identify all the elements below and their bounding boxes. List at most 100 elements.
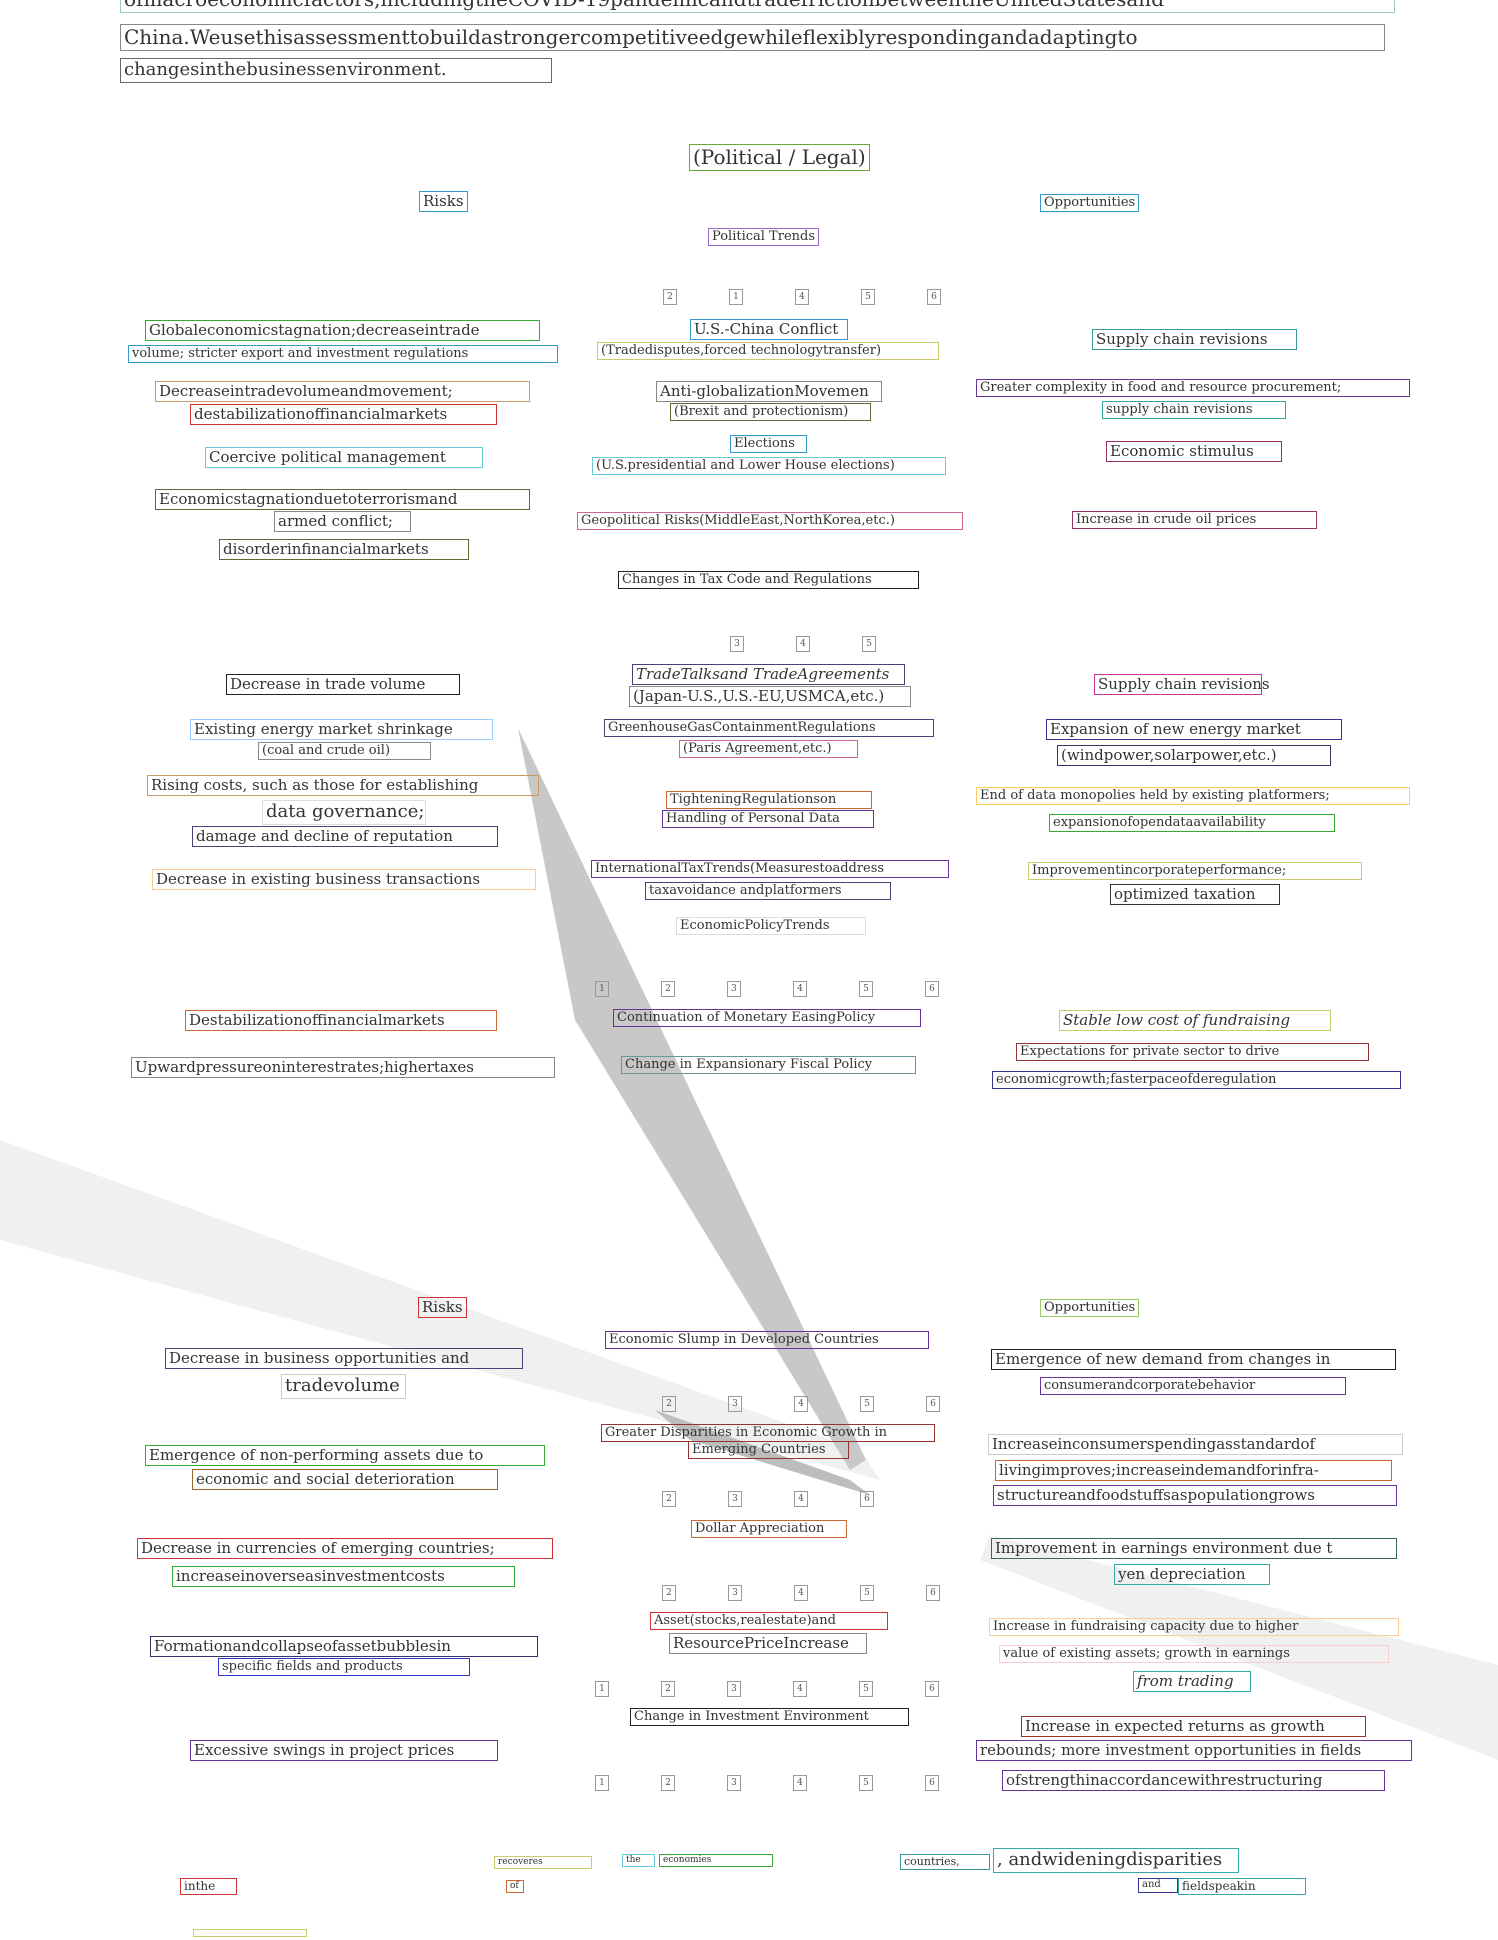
trend-item: Emerging Countries bbox=[688, 1441, 849, 1460]
opportunity-item: Stable low cost of fundraising bbox=[1059, 1010, 1331, 1031]
trend-item: (Paris Agreement,etc.) bbox=[679, 740, 858, 759]
trend-item: Elections bbox=[730, 435, 807, 454]
marker: 6 bbox=[926, 1585, 940, 1601]
marker: 5 bbox=[860, 1396, 874, 1412]
marker: 1 bbox=[595, 981, 609, 997]
marker: 3 bbox=[728, 1585, 742, 1601]
marker: 6 bbox=[925, 1775, 939, 1791]
risk-item: Decreaseintradevolumeandmovement; bbox=[155, 381, 530, 402]
intro-line-3: changesinthebusinessenvironment. bbox=[120, 58, 552, 83]
trend-item: Dollar Appreciation bbox=[691, 1520, 847, 1539]
risk-item: Upwardpressureoninterestrates;highertaxe… bbox=[131, 1057, 555, 1078]
trend-item: InternationalTaxTrends(Measurestoaddress bbox=[591, 860, 949, 879]
risk-item: Decrease in trade volume bbox=[226, 674, 460, 695]
marker: 5 bbox=[860, 1585, 874, 1601]
section-title: (Political / Legal) bbox=[689, 144, 870, 171]
marker: 2 bbox=[661, 1775, 675, 1791]
trend-item: TradeTalksand TradeAgreements bbox=[632, 664, 905, 685]
marker: 2 bbox=[661, 1681, 675, 1697]
marker: 3 bbox=[727, 1681, 741, 1697]
risk-item: Decrease in existing business transactio… bbox=[152, 869, 536, 890]
opportunity-item: Increase in fundraising capacity due to … bbox=[989, 1618, 1399, 1637]
risk-item: tradevolume bbox=[281, 1374, 406, 1399]
trend-item: (U.S.presidential and Lower House electi… bbox=[592, 457, 946, 476]
footer-fragment: of bbox=[506, 1880, 524, 1894]
opportunity-item: Emergence of new demand from changes in bbox=[991, 1349, 1396, 1370]
marker: 1 bbox=[729, 289, 743, 305]
risk-item: economic and social deterioration bbox=[192, 1469, 498, 1490]
opportunity-item: Greater complexity in food and resource … bbox=[976, 379, 1410, 398]
risk-item: data governance; bbox=[262, 800, 426, 825]
opportunity-item: rebounds; more investment opportunities … bbox=[976, 1740, 1412, 1761]
opportunity-item: Improvementincorporateperformance; bbox=[1028, 862, 1362, 881]
marker: 3 bbox=[728, 1491, 742, 1507]
trend-item: Changes in Tax Code and Regulations bbox=[618, 571, 919, 590]
marker: 1 bbox=[595, 1681, 609, 1697]
trend-item: Change in Expansionary Fiscal Policy bbox=[621, 1056, 916, 1075]
marker: 4 bbox=[794, 1491, 808, 1507]
risk-item: Formationandcollapseofassetbubblesin bbox=[150, 1636, 538, 1657]
footer-fragment: the bbox=[622, 1854, 655, 1868]
trend-item: (Tradedisputes,forced technologytransfer… bbox=[597, 342, 939, 361]
opportunity-item: optimized taxation bbox=[1110, 884, 1280, 905]
risk-item: damage and decline of reputation bbox=[192, 826, 498, 847]
risk-item: Existing energy market shrinkage bbox=[190, 719, 493, 740]
marker: 2 bbox=[662, 1491, 676, 1507]
risk-item: Globaleconomicstagnation;decreaseintrade bbox=[145, 320, 540, 341]
footer-fragment: recoveres bbox=[494, 1856, 592, 1870]
opportunity-item: (windpower,solarpower,etc.) bbox=[1057, 745, 1331, 766]
opportunity-item: ofstrengthinaccordancewithrestructuring bbox=[1002, 1770, 1385, 1791]
opportunities-header-2: Opportunities bbox=[1040, 1299, 1140, 1318]
marker: 4 bbox=[793, 981, 807, 997]
risks-header: Risks bbox=[419, 191, 468, 212]
opportunity-item: Expectations for private sector to drive bbox=[1016, 1043, 1369, 1062]
risks-header-2: Risks bbox=[418, 1297, 467, 1318]
marker: 4 bbox=[794, 1396, 808, 1412]
risk-item: Emergence of non-performing assets due t… bbox=[145, 1445, 545, 1466]
trend-item: Handling of Personal Data bbox=[662, 810, 874, 829]
political-trends-label: Political Trends bbox=[708, 228, 820, 247]
trend-item: taxavoidance andplatformers bbox=[645, 882, 891, 901]
risk-item: Decrease in business opportunities and bbox=[165, 1348, 523, 1369]
opportunity-item: expansionofopendataavailability bbox=[1049, 814, 1335, 833]
economic-policy-trends-label: EconomicPolicyTrends bbox=[676, 917, 866, 936]
footer-fragment: and bbox=[1138, 1878, 1178, 1893]
opportunity-item: Increase in expected returns as growth bbox=[1021, 1716, 1366, 1737]
risk-item: Excessive swings in project prices bbox=[190, 1740, 498, 1761]
opportunity-item: structureandfoodstuffsaspopulationgrows bbox=[993, 1485, 1397, 1506]
opportunity-item: livingimproves;increaseindemandforinfra- bbox=[995, 1460, 1392, 1481]
opportunity-item: Increase in crude oil prices bbox=[1072, 511, 1317, 530]
marker: 4 bbox=[796, 636, 810, 652]
footer-fragment: inthe bbox=[180, 1878, 237, 1895]
opportunity-item: economicgrowth;fasterpaceofderegulation bbox=[992, 1071, 1401, 1090]
opportunities-header: Opportunities bbox=[1040, 194, 1140, 213]
risk-item: destabilizationoffinancialmarkets bbox=[190, 404, 497, 425]
risk-item: increaseinoverseasinvestmentcosts bbox=[172, 1566, 515, 1587]
risk-item: specific fields and products bbox=[218, 1658, 470, 1677]
marker: 1 bbox=[595, 1775, 609, 1791]
footer-rule bbox=[193, 1929, 307, 1937]
marker: 3 bbox=[727, 981, 741, 997]
trend-item: U.S.-China Conflict bbox=[690, 319, 848, 340]
marker: 6 bbox=[927, 289, 941, 305]
trend-item: Continuation of Monetary EasingPolicy bbox=[613, 1009, 921, 1028]
risk-item: Destabilizationoffinancialmarkets bbox=[185, 1010, 497, 1031]
risk-item: Economicstagnationduetoterrorismand bbox=[155, 489, 530, 510]
marker: 2 bbox=[663, 289, 677, 305]
marker: 3 bbox=[728, 1396, 742, 1412]
trend-item: Geopolitical Risks(MiddleEast,NorthKorea… bbox=[577, 512, 963, 531]
trend-item: (Brexit and protectionism) bbox=[670, 403, 871, 422]
trend-item: ResourcePriceIncrease bbox=[669, 1633, 867, 1654]
risk-item: disorderinfinancialmarkets bbox=[219, 539, 469, 560]
opportunity-item: Supply chain revisions bbox=[1092, 329, 1297, 350]
marker: 6 bbox=[926, 1396, 940, 1412]
risk-item: (coal and crude oil) bbox=[258, 742, 431, 761]
footer-fragment: countries, bbox=[900, 1854, 990, 1870]
risk-item: Rising costs, such as those for establis… bbox=[147, 775, 539, 796]
